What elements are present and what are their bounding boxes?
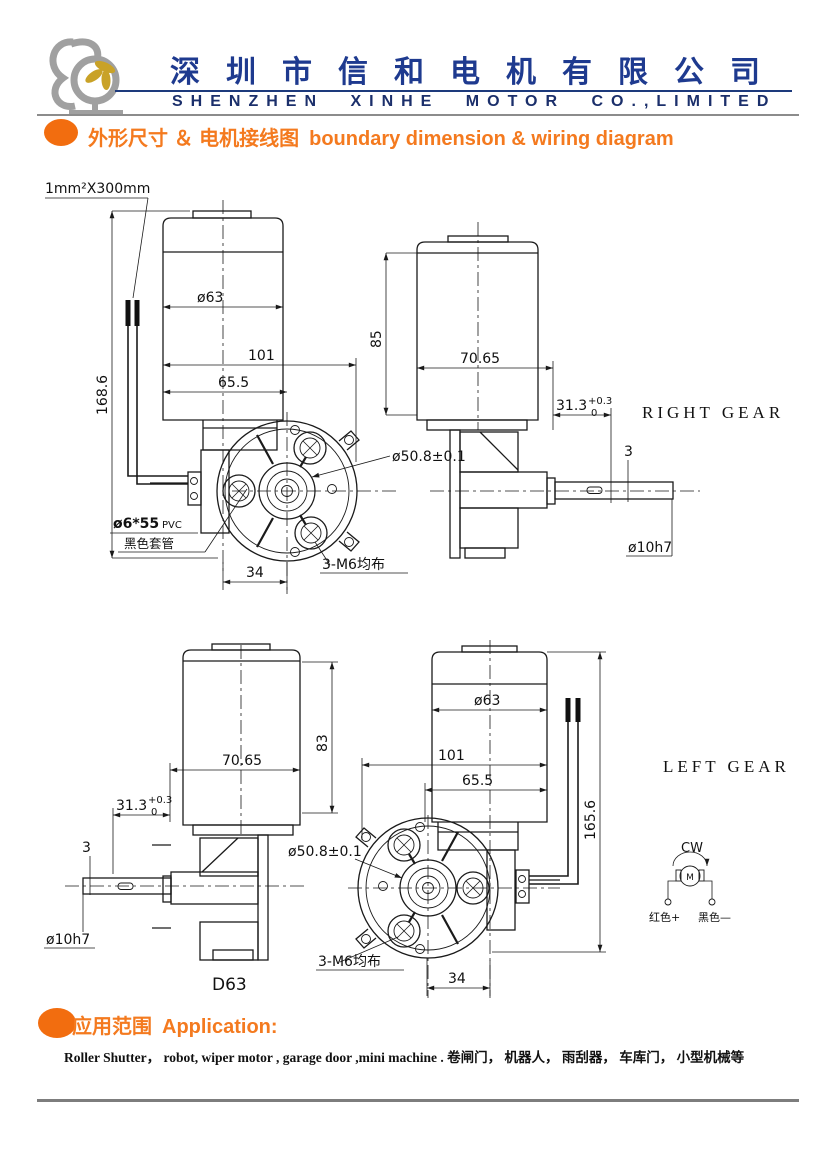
dim-70-65-right: 70.65 [460, 351, 500, 367]
dim-spigot-left: ø50.8±0.1 [288, 844, 362, 860]
mounting-bolts-left [387, 828, 490, 948]
dim-65-5-left: 65.5 [462, 773, 493, 789]
right-gear-front-dimensions: 1mm²X300mm 168.6 ø63 101 65.5 ø6*55 PVC … [45, 181, 466, 590]
company-name-en: SHENZHEN XINHE MOTOR CO.,LIMITED [172, 93, 777, 110]
wire-positive-label: 红色+ [649, 910, 680, 924]
dim-165-6: 165.6 [583, 800, 599, 840]
logo-petals [85, 60, 116, 90]
model-label: D63 [212, 975, 247, 995]
right-gear-side-dimensions: 85 70.65 31.3 +0.3 0 3 ø10h7 RIGHT GEAR [369, 252, 784, 557]
application-title-en: Application: [162, 1016, 278, 1038]
dim-70-65-left: 70.65 [222, 753, 262, 769]
dim-31-3-right: 31.3 [556, 398, 587, 414]
label-sleeve-size: ø6*55 [113, 516, 159, 532]
dim-34-left: 34 [448, 971, 466, 987]
dim-key-3-left: 3 [82, 840, 91, 856]
left-gear-side-view [65, 643, 305, 961]
application-bullet-icon [38, 1008, 76, 1038]
header-divider-navy [115, 90, 792, 92]
dim-31-3-left: 31.3 [116, 798, 147, 814]
motor-symbol: M [686, 873, 694, 883]
dim-shaft-right: ø10h7 [628, 540, 672, 556]
section-bullet-icon [44, 119, 78, 146]
label-left-gear: LEFT GEAR [663, 757, 790, 776]
right-gear-side-view [416, 222, 700, 559]
dim-34: 34 [246, 565, 264, 581]
dim-body-dia-left: ø63 [474, 693, 500, 709]
dim-85: 85 [369, 330, 385, 348]
dim-tol-zero-right: 0 [591, 408, 597, 419]
left-gear-front-view [348, 640, 581, 998]
dim-tol-plus-left: +0.3 [148, 795, 172, 806]
application-text: Roller Shutter， robot, wiper motor , gar… [64, 1050, 745, 1065]
dim-83: 83 [315, 734, 331, 752]
section-title-cn: 外形尺寸 ＆ 电机接线图 [88, 128, 300, 150]
dim-tol-plus-right: +0.3 [588, 396, 612, 407]
application-title-cn: 应用范围 [72, 1016, 152, 1038]
label-3-m6-left: 3-M6均布 [318, 954, 381, 970]
dim-key-3-right: 3 [624, 444, 633, 460]
dim-wire-spec: 1mm²X300mm [45, 181, 150, 197]
dim-shaft-left: ø10h7 [46, 932, 90, 948]
dim-168-6: 168.6 [95, 375, 111, 415]
dim-101-left: 101 [438, 748, 465, 764]
cw-label: CW [681, 841, 703, 856]
company-logo [37, 36, 142, 120]
label-3-m6: 3-M6均布 [322, 557, 385, 573]
wiring-diagram: CW M 红色+ 黑色— [649, 841, 731, 924]
wire-negative-label: 黑色— [698, 910, 731, 924]
section-title: 外形尺寸 ＆ 电机接线图 boundary dimension & wiring … [88, 122, 674, 151]
company-name-cn: 深圳市信和电机有限公司 [170, 56, 786, 89]
dim-body-dia: ø63 [197, 290, 223, 306]
right-gear-front-view [125, 200, 400, 594]
dim-65-5: 65.5 [218, 375, 249, 391]
left-gear-front-dimensions: ø63 101 65.5 165.6 34 3-M6均布 ø50.8±0.1 L… [288, 651, 790, 996]
label-sleeve-cn: 黑色套管 [124, 536, 174, 551]
left-gear-side-dimensions: 83 70.65 31.3 +0.3 0 3 ø10h7 D63 [44, 661, 338, 995]
section-title-en: boundary dimension & wiring diagram [309, 128, 674, 150]
label-right-gear: RIGHT GEAR [642, 403, 784, 422]
dim-101: 101 [248, 348, 275, 364]
dim-tol-zero-left: 0 [151, 807, 157, 818]
dim-spigot-right: ø50.8±0.1 [392, 449, 466, 465]
logo-graphic [49, 38, 123, 116]
label-sleeve-pvc: PVC [162, 520, 182, 531]
application-title: 应用范围 Application: [72, 1010, 278, 1039]
footer-divider [37, 1099, 799, 1102]
header-divider-gray [37, 114, 799, 116]
